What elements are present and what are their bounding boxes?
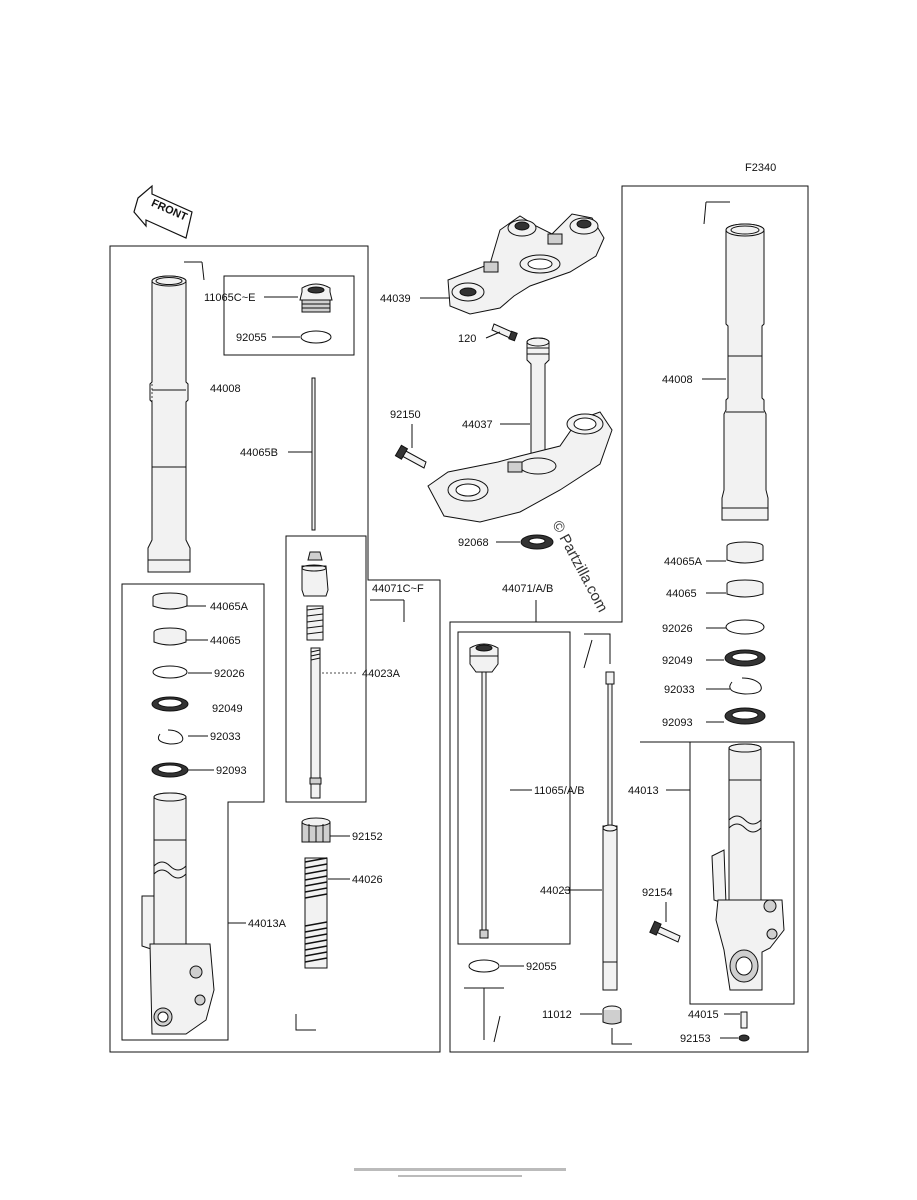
stop-ring-left-92033 xyxy=(157,729,184,745)
bolt-120 xyxy=(491,323,518,342)
watermark: © Partzilla.com xyxy=(548,518,610,615)
inner-tube-right-44013 xyxy=(711,743,785,991)
slide-bushing-right-44065a xyxy=(726,541,764,564)
seal-92068 xyxy=(520,534,554,550)
label-92049-right: 92049 xyxy=(662,655,693,667)
damper-rod-outline xyxy=(285,535,367,803)
guide-bushing-right-44065 xyxy=(726,579,764,598)
o-ring-top-left xyxy=(300,330,332,344)
dust-seal-left-92093 xyxy=(151,762,189,778)
label-92055-bottom: 92055 xyxy=(526,961,557,973)
fork-cap-left xyxy=(299,283,333,313)
label-92049-left: 92049 xyxy=(212,703,243,715)
fork-cap-cartridge-11065ab xyxy=(469,643,499,939)
label-92055-top: 92055 xyxy=(236,332,267,344)
part-labels: 11065C~E 92055 44008 44065B 44071C~F 440… xyxy=(204,292,719,1045)
label-44013: 44013 xyxy=(628,785,659,797)
label-92033-left: 92033 xyxy=(210,731,241,743)
washer-left-92026 xyxy=(152,665,188,679)
dust-seal-right-92093 xyxy=(724,707,766,725)
label-44023: 44023 xyxy=(540,885,571,897)
label-44065b: 44065B xyxy=(240,447,278,459)
bolt-92154 xyxy=(649,920,681,943)
footer-fineprint xyxy=(354,1168,566,1177)
label-44065a-right: 44065A xyxy=(664,556,703,568)
label-11065ce: 11065C~E xyxy=(204,292,255,304)
label-92154: 92154 xyxy=(642,887,673,899)
stem-head-44037 xyxy=(427,337,613,523)
label-44008-left: 44008 xyxy=(210,383,241,395)
right-assembly-outline xyxy=(449,185,809,1053)
label-44071cf: 44071C~F xyxy=(372,583,424,595)
label-92093-right: 92093 xyxy=(662,717,693,729)
label-44071ab: 44071/A/B xyxy=(502,583,553,595)
label-92068: 92068 xyxy=(458,537,489,549)
figure-id: F2340 xyxy=(745,162,776,174)
label-11012: 11012 xyxy=(542,1009,572,1021)
collar-11012 xyxy=(602,1005,622,1025)
label-120: 120 xyxy=(458,333,476,345)
screw-92153 xyxy=(738,1011,750,1042)
cap-group-outline xyxy=(223,275,355,356)
right-inner-outline xyxy=(640,741,795,1005)
left-assembly-outline xyxy=(109,245,441,1053)
oil-seal-right-92049 xyxy=(724,649,766,667)
left-inner-parts-outline xyxy=(121,583,265,1041)
bolt-92150 xyxy=(394,444,427,469)
damper-rod-bracket-mark xyxy=(611,1028,632,1045)
label-44026: 44026 xyxy=(352,874,383,886)
label-92153: 92153 xyxy=(680,1033,711,1045)
washer-right-92026 xyxy=(725,619,765,635)
label-92033-right: 92033 xyxy=(664,684,695,696)
label-44008-right: 44008 xyxy=(662,374,693,386)
inner-tube-left-44013a xyxy=(141,792,215,1035)
label-92026-right: 92026 xyxy=(662,623,693,635)
label-92026-left: 92026 xyxy=(214,668,245,680)
leader-lines xyxy=(186,296,740,1039)
label-44065-right: 44065 xyxy=(666,588,697,600)
oil-seal-left-92049 xyxy=(151,696,189,712)
label-92152: 92152 xyxy=(352,831,383,843)
outer-tube-left xyxy=(147,261,205,573)
label-44013a: 44013A xyxy=(248,918,287,930)
label-44023a: 44023A xyxy=(362,668,401,680)
upper-bracket-44039 xyxy=(447,213,605,315)
o-ring-bottom-92055 xyxy=(468,959,500,973)
fork-spring-44026 xyxy=(304,857,328,969)
guide-bushing-left-44065 xyxy=(153,627,187,646)
cartridge-leader-mark xyxy=(493,1015,501,1043)
label-92150: 92150 xyxy=(390,409,421,421)
label-44065a-left: 44065A xyxy=(210,601,249,613)
spring-collar-92152 xyxy=(301,817,331,843)
label-44065-left: 44065 xyxy=(210,635,241,647)
front-direction-arrow: FRONT xyxy=(133,184,193,239)
damper-rod-44023 xyxy=(583,633,618,991)
push-rod-44065b xyxy=(311,377,316,531)
cartridge-outline xyxy=(457,631,571,945)
stop-ring-right-92033 xyxy=(729,677,762,695)
label-44037: 44037 xyxy=(462,419,493,431)
label-44039: 44039 xyxy=(380,293,411,305)
label-44015: 44015 xyxy=(688,1009,719,1021)
spring-bracket-mark xyxy=(295,1014,316,1031)
slide-bushing-left-44065a xyxy=(152,592,188,610)
damper-rod-44023a xyxy=(301,551,329,799)
outer-tube-right xyxy=(703,201,769,521)
label-92093-left: 92093 xyxy=(216,765,247,777)
label-11065ab: 11065/A/B xyxy=(534,785,585,797)
